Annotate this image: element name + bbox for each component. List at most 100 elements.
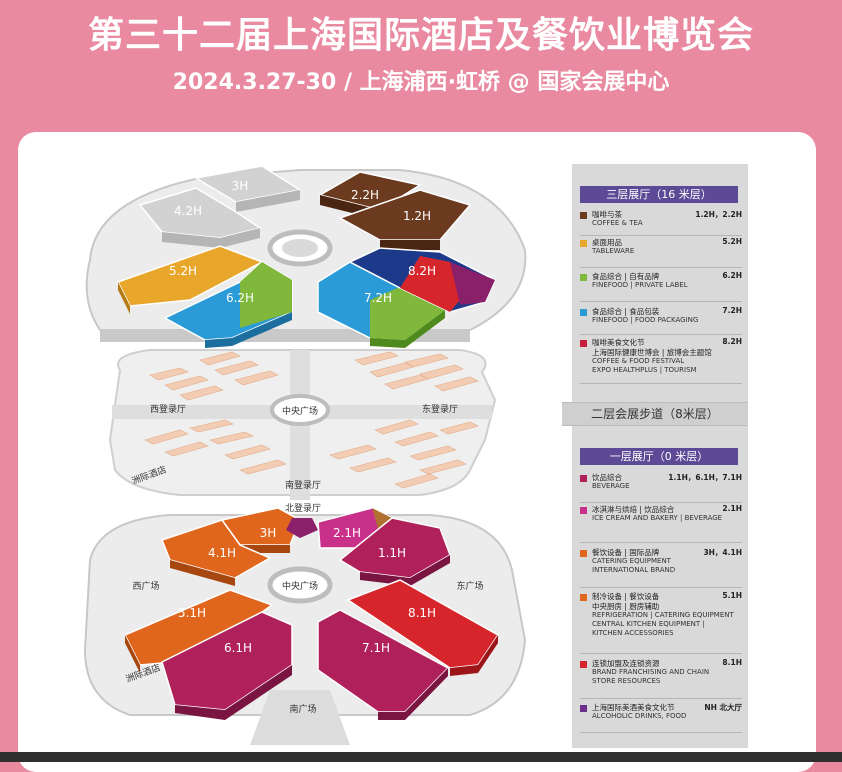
legend-swatch	[580, 594, 587, 601]
hall-label-7-2h: 7.2H	[364, 291, 392, 305]
legend-swatch	[580, 507, 587, 514]
hall-6-1h[interactable]: 6.1H	[161, 611, 293, 720]
hall-label-1-1h: 1.1H	[378, 546, 406, 560]
legend-swatch	[580, 550, 587, 557]
legend-item-cn: 连锁加盟及连锁资源	[592, 659, 660, 668]
north-lobby-label: 北登录厅	[285, 503, 321, 514]
legend-floor2-title: 二层会展步道（8米层）	[562, 402, 748, 426]
legend-swatch	[580, 475, 587, 482]
legend-item-en: STORE RESOURCES	[592, 677, 661, 685]
south-lobby-label: 南登录厅	[285, 479, 321, 491]
legend-item-en: CENTRAL KITCHEN EQUIPMENT |	[592, 620, 705, 628]
legend-item-en: EXPO HEALTHPLUS | TOURISM	[592, 366, 697, 374]
hall-label-3h-lower: 3H	[260, 526, 277, 540]
legend-item-en: TABLEWARE	[592, 247, 635, 255]
hall-label-2-1h: 2.1H	[333, 526, 361, 540]
legend-swatch	[580, 661, 587, 668]
legend-floor3-title: 三层展厅（16 米层）	[580, 186, 738, 203]
hall-6-2h[interactable]: 6.2H	[163, 261, 293, 348]
legend-item-en: FINEFOOD | PRIVATE LABEL	[592, 281, 688, 289]
legend-item-en: INTERNATIONAL BRAND	[592, 566, 676, 574]
legend-item-en: BEVERAGE	[592, 482, 630, 490]
hall-1-1h[interactable]: 1.1H	[338, 517, 451, 586]
legend-swatch	[580, 705, 587, 712]
hall-label-7-1h: 7.1H	[362, 641, 390, 655]
legend-item-cn: 冰淇淋与烘焙 | 饮品综合	[592, 505, 675, 514]
hall-8-2h[interactable]: 8.2H	[348, 247, 496, 313]
hall-label-3h-upper: 3H	[232, 179, 249, 193]
legend-item-hall: 1.2H，2.2H	[695, 210, 742, 219]
bottom-bar	[0, 752, 842, 762]
legend-swatch	[580, 340, 587, 347]
legend-item-cn: 制冷设备 | 餐饮设备	[592, 592, 660, 601]
legend-item-cn: 咖啡美食文化节	[592, 338, 645, 347]
legend-item-cn: 桌面用品	[592, 238, 622, 247]
hall-label-5-1h: 5.1H	[178, 606, 206, 620]
walkway-level: 中央广场 西登录厅 东登录厅 南登录厅 洲际酒店	[108, 349, 497, 500]
legend-item-en: ALCOHOLIC DRINKS, FOOD	[592, 712, 687, 720]
east-lobby-label: 东登录厅	[422, 403, 458, 415]
hall-8-1h[interactable]: 8.1H	[346, 579, 500, 676]
legend-item-hall: 8.2H	[722, 337, 742, 346]
hall-label-6-1h: 6.1H	[224, 641, 252, 655]
hall-label-5-2h: 5.2H	[169, 264, 197, 278]
hall-5-1h[interactable]: 5.1H	[123, 589, 274, 673]
hall-5-2h[interactable]: 5.2H	[116, 245, 264, 314]
legend-item-hall: 1.1H，6.1H，7.1H	[668, 473, 742, 482]
legend-item-hall: 6.2H	[722, 271, 742, 280]
hall-label-4-2h: 4.2H	[174, 204, 202, 218]
legend-item-cn: 咖啡与茶	[592, 210, 622, 219]
hall-4-2h[interactable]: 4.2H	[138, 187, 262, 248]
legend-item-en: ICE CREAM AND BAKERY | BEVERAGE	[592, 514, 723, 522]
north-lobby-block: 北登录厅	[285, 503, 321, 538]
hall-label-1-2h: 1.2H	[403, 209, 431, 223]
legend-item-en: COFFEE & TEA	[592, 219, 643, 227]
central-plaza-mid-label: 中央广场	[282, 405, 318, 417]
hall-7-1h[interactable]: 7.1H	[317, 609, 450, 720]
west-plaza-label: 西广场	[132, 580, 159, 592]
legend-swatch	[580, 212, 587, 219]
west-lobby-label: 西登录厅	[150, 404, 186, 415]
hall-label-2-2h: 2.2H	[351, 188, 379, 202]
upper-floor-base	[85, 169, 527, 342]
page-header-subtitle: 2024.3.27-30 / 上海浦西·虹桥 @ 国家会展中心	[172, 70, 670, 95]
legend-item-hall: 3H，4.1H	[703, 548, 742, 557]
legend-swatch	[580, 240, 587, 247]
legend-swatch	[580, 309, 587, 316]
hall-7-2h[interactable]: 7.2H	[317, 261, 447, 348]
central-plaza-low-label: 中央广场	[282, 580, 318, 592]
hall-3h-upper[interactable]: 3H	[193, 165, 303, 212]
legend-item-cn: 餐饮设备 | 国际品牌	[592, 548, 660, 557]
legend-item-hall: 7.2H	[722, 306, 742, 315]
hall-label-6-2h: 6.2H	[226, 291, 254, 305]
legend-floor1-title: 一层展厅（0 米层）	[580, 448, 738, 465]
legend-item-hall: 5.1H	[722, 591, 742, 600]
central-plaza-low	[267, 566, 333, 604]
legend-item-en: CATERING EQUIPMENT	[592, 557, 671, 565]
legend-item-en: KITCHEN ACCESSORIES	[592, 629, 674, 637]
south-plaza-label: 南广场	[289, 703, 316, 715]
hall-1-2h[interactable]: 1.2H	[338, 189, 472, 250]
hall-4-1h[interactable]: 4.1H	[161, 519, 272, 586]
legend-item-en: REFRIGERATION | CATERING EQUIPMENT	[592, 611, 734, 619]
central-plaza-mid	[270, 394, 330, 426]
legend-item-cn-secondary: 中央厨房 | 厨房辅助	[592, 602, 660, 611]
legend-swatch	[580, 274, 587, 281]
page-header-title: 第三十二届上海国际酒店及餐饮业博览会	[87, 15, 754, 56]
east-plaza-label: 东广场	[456, 580, 483, 592]
legend-item-hall: NH 北大厅	[704, 703, 742, 712]
legend-item-cn: 食品综合 | 食品包装	[592, 307, 660, 316]
legend-item-cn: 上海国际美酒美食文化节	[592, 703, 675, 712]
hall-label-4-1h: 4.1H	[208, 546, 236, 560]
legend-item-hall: 5.2H	[722, 237, 742, 246]
